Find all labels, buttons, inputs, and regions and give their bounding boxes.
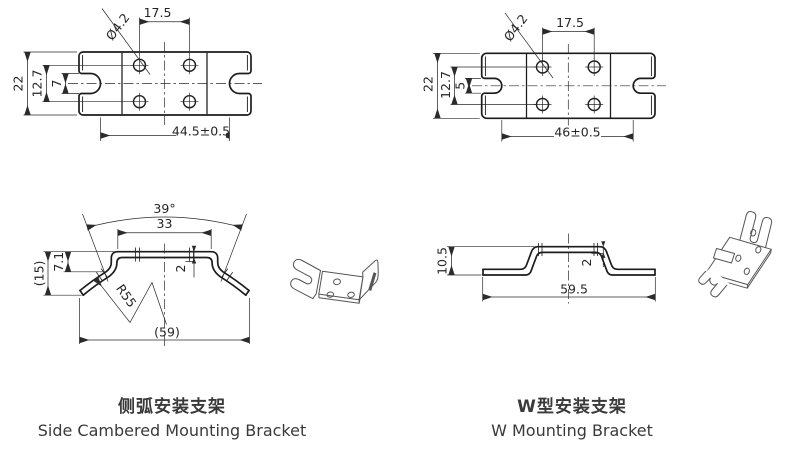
dim-hole-diameter: Ø4.2 xyxy=(501,11,531,44)
dim-wing-angle: 39° xyxy=(153,201,175,216)
dim-hole-spacing: 17.5 xyxy=(556,15,584,30)
dim-thickness: 2 xyxy=(579,259,594,267)
dim-top-width: 33 xyxy=(157,216,173,231)
left-bracket-caption: 侧弧安装支架 Side Cambered Mounting Bracket xyxy=(22,395,322,442)
dim-step-height: 7.1 xyxy=(51,252,66,272)
dim-hole-row-spacing: 12.7 xyxy=(30,70,45,98)
dim-thickness: 2 xyxy=(173,265,188,273)
dim-overall-height: (15) xyxy=(32,261,47,287)
dim-hole-row-spacing: 12.7 xyxy=(438,71,453,99)
left-bracket-caption-cn: 侧弧安装支架 xyxy=(118,397,226,417)
right-bracket-isometric-view xyxy=(698,211,773,301)
mounting-holes xyxy=(130,56,199,111)
right-bracket-front-view: 10.5 2 59.5 xyxy=(435,233,656,304)
dim-overall-width: 59.5 xyxy=(560,282,588,297)
dim-mounting-span: 46±0.5 xyxy=(554,125,600,140)
left-bracket-top-view: 17.5 Ø4.2 22 12.7 7 44.5±0.5 xyxy=(11,5,262,141)
left-bracket-front-view: 39° 33 7.1 (15) 2 R55 (59) xyxy=(32,201,250,348)
dim-profile-height: 10.5 xyxy=(435,247,450,275)
dim-overall-width: (59) xyxy=(154,325,180,340)
dim-overall-height: 22 xyxy=(421,76,436,92)
right-bracket-caption: W型安装支架 W Mounting Bracket xyxy=(422,395,722,442)
right-bracket-caption-en: W Mounting Bracket xyxy=(491,421,653,440)
dim-slot-width: 5 xyxy=(453,82,468,90)
dim-hole-spacing: 17.5 xyxy=(144,5,172,20)
left-bracket-isometric-view xyxy=(288,254,379,304)
left-bracket-caption-en: Side Cambered Mounting Bracket xyxy=(37,421,307,440)
dim-mounting-span: 44.5±0.5 xyxy=(172,124,230,139)
right-bracket-top-view: 17.5 Ø4.2 22 12.7 5 46±0.5 xyxy=(421,11,666,142)
dim-slot-width: 7 xyxy=(49,80,64,88)
right-bracket-caption-cn: W型安装支架 xyxy=(517,397,627,417)
dim-overall-height: 22 xyxy=(11,76,26,92)
